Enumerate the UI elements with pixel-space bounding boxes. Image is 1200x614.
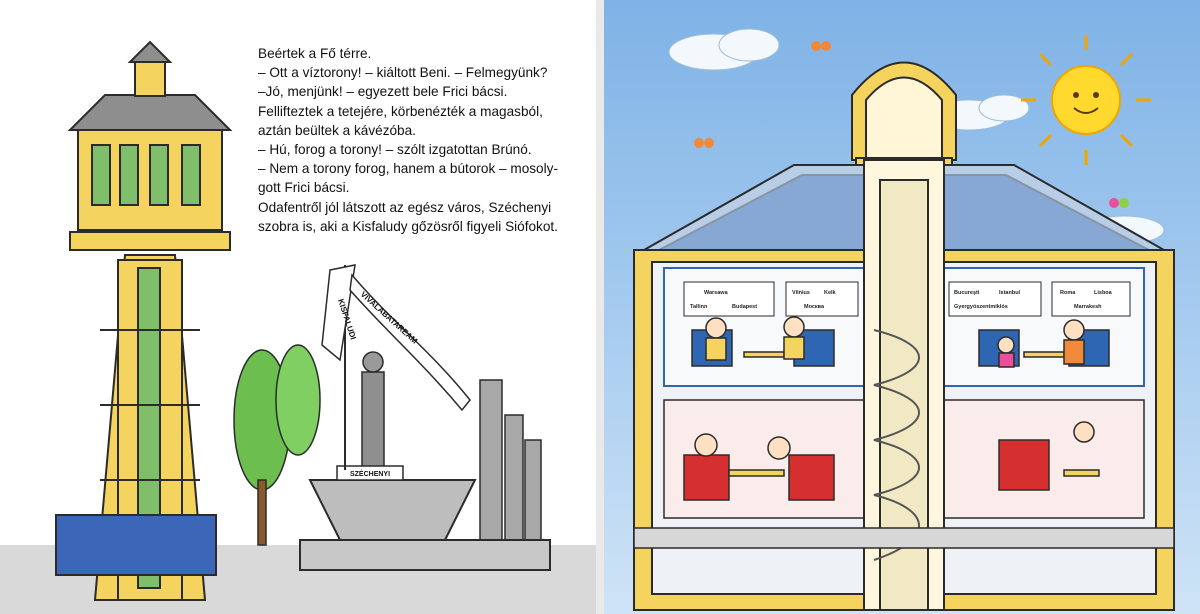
svg-text:Gyergyószentmiklós: Gyergyószentmiklós [954, 304, 1008, 310]
story-line: – Ott a víztorony! – kiáltott Beni. – Fe… [258, 65, 548, 81]
plaque [336, 465, 404, 481]
story-line: Odafentről jól látszott az egész város, … [258, 199, 552, 215]
book-gutter [596, 0, 604, 614]
butterfly-icon [811, 41, 831, 51]
city-sign: Warsawa Tallinn Budapest [683, 281, 775, 317]
left-illustration: SZÉCHENYI KISFALUDI VIVALABATAREAM [0, 40, 596, 614]
cafe-guests [705, 316, 1085, 368]
boat [308, 479, 477, 541]
svg-text:Tallinn: Tallinn [690, 304, 708, 310]
svg-text:Istanbul: Istanbul [999, 290, 1021, 296]
glass-pavilion [55, 514, 217, 576]
banner-text: VIVALABATAREAM [359, 290, 420, 346]
butterfly-icon [694, 138, 714, 148]
city-sign: Roma Lisboa Marrakesh [1051, 281, 1131, 317]
trees [233, 344, 321, 546]
lower-cafe-furniture [683, 421, 1100, 501]
svg-text:Roma: Roma [1060, 290, 1076, 296]
svg-text:Lisboa: Lisboa [1094, 290, 1113, 296]
fountain-columns [479, 379, 542, 551]
left-page: SZÉCHENYI KISFALUDI VIVALABATAREAM Beért… [0, 0, 596, 614]
floor-slab [633, 527, 1175, 549]
cupola [851, 61, 957, 173]
banner [349, 273, 471, 412]
story-line: – Nem a torony forog, hanem a bútorok – … [258, 161, 558, 177]
svg-text:București: București [954, 290, 980, 296]
story-line: gott Frici bácsi. [258, 180, 350, 196]
story-line: aztán beültek a kávézóba. [258, 122, 416, 138]
story-line: Fellifteztek a tetejére, körbenézték a m… [258, 103, 543, 119]
svg-text:Vilnius: Vilnius [792, 290, 810, 296]
flag [321, 264, 356, 362]
right-page: Warsawa Tallinn Budapest Vilnius Kelk Мо… [604, 0, 1200, 614]
svg-text:Warsawa: Warsawa [704, 290, 729, 296]
plaque-text: SZÉCHENYI [350, 469, 390, 478]
sun [1021, 35, 1151, 165]
story-line: – Hú, forog a torony! – szólt izgatottan… [258, 142, 532, 158]
svg-text:Kelk: Kelk [824, 290, 837, 296]
svg-text:Marrakesh: Marrakesh [1074, 304, 1102, 310]
svg-text:Budapest: Budapest [732, 304, 757, 310]
story-line: –Jó, menjünk! – egyezett bele Frici bács… [258, 84, 508, 100]
city-sign: București Istanbul Gyergyószentmiklós [948, 281, 1042, 317]
story-text: Beértek a Fő térre. – Ott a víztorony! –… [258, 44, 588, 236]
szechenyi-statue [361, 351, 385, 468]
svg-text:Москва: Москва [804, 304, 825, 310]
story-line: szobra is, aki a Kisfaludy gőzösről figy… [258, 218, 558, 234]
monument-base [299, 539, 551, 571]
city-sign: Vilnius Kelk Москва [785, 281, 859, 317]
spiral-staircase [873, 329, 920, 561]
butterfly-icon [1109, 198, 1129, 208]
right-illustration: Warsawa Tallinn Budapest Vilnius Kelk Мо… [633, 28, 1175, 611]
water-tower [67, 40, 233, 601]
story-line: Beértek a Fő térre. [258, 46, 372, 61]
